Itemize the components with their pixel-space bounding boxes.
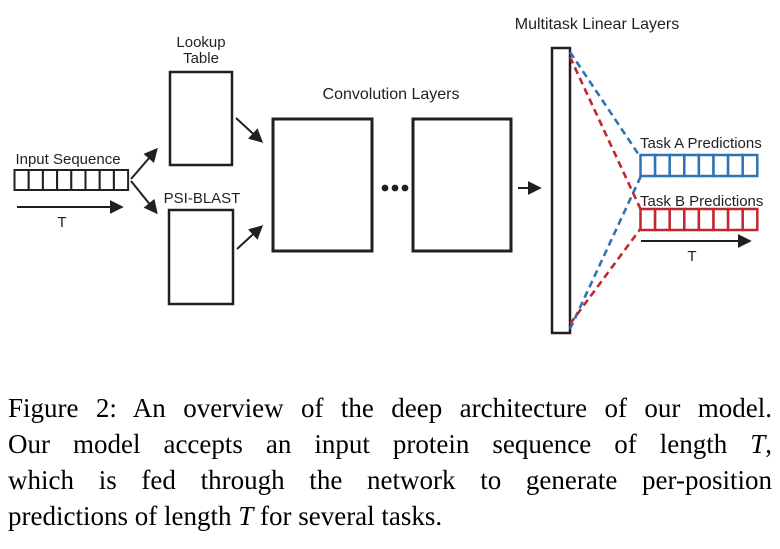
- sequence-cell: [27, 169, 44, 191]
- sequence-cell: [112, 169, 130, 191]
- sequence-cell: [741, 207, 759, 232]
- task-a-predictions-row: [639, 153, 759, 178]
- input-to-lookup-arrow: [130, 147, 158, 180]
- sequence-cell: [712, 207, 730, 232]
- task-b-predictions-label: Task B Predictions: [640, 193, 763, 210]
- sequence-cell: [668, 207, 686, 232]
- multitask-linear-layers-label: Multitask Linear Layers: [515, 16, 680, 33]
- architecture-figure: Input Sequence T Lookup Table PSI-BLAST …: [13, 16, 763, 335]
- caption-line-1: Figure 2: An overview of the deep archit…: [8, 390, 772, 426]
- figure-caption: Figure 2: An overview of the deep archit…: [8, 390, 772, 534]
- sequence-cell: [56, 169, 73, 191]
- lookup-table-label-line2: Table: [183, 50, 219, 67]
- sequence-cell: [84, 169, 101, 191]
- sequence-cell: [639, 207, 657, 232]
- input-sequence-row: [13, 169, 130, 191]
- caption-text: for several tasks.: [253, 501, 443, 531]
- sequence-cell: [697, 207, 715, 232]
- input-length-label: T: [57, 214, 66, 231]
- sequence-cell: [697, 153, 715, 178]
- output-length-label: T: [687, 248, 696, 265]
- lookup-table-label-line1: Lookup: [176, 34, 225, 51]
- lookup-to-conv-arrow: [235, 117, 264, 143]
- sequence-cell: [13, 169, 30, 191]
- caption-line-3: which is fed through the network to gene…: [8, 462, 772, 498]
- sequence-cell: [683, 153, 701, 178]
- task-a-dashed-line-top: [568, 51, 643, 159]
- caption-line-4: predictions of length T for several task…: [8, 498, 772, 534]
- caption-text: which is fed through the network to gene…: [8, 465, 772, 495]
- multitask-linear-layer-box: [550, 46, 572, 335]
- sequence-cell: [726, 153, 744, 178]
- sequence-cell: [653, 153, 671, 178]
- task-a-dashed-line-bottom: [568, 175, 643, 330]
- psi-blast-label: PSI-BLAST: [164, 190, 241, 207]
- sequence-cell: [712, 153, 730, 178]
- caption-line-2: Our model accepts an input protein seque…: [8, 426, 772, 462]
- psi-blast-box: [167, 208, 235, 306]
- sequence-cell: [70, 169, 87, 191]
- caption-text: Our model accepts an input protein seque…: [8, 429, 751, 459]
- sequence-cell: [741, 153, 759, 178]
- sequence-cell: [726, 207, 744, 232]
- sequence-cell: [98, 169, 115, 191]
- sequence-cell: [41, 169, 59, 191]
- sequence-cell: [668, 153, 686, 178]
- caption-math-T: T: [750, 429, 766, 459]
- convolution-layers-label: Convolution Layers: [323, 86, 460, 103]
- task-b-predictions-row: [639, 207, 759, 232]
- caption-text: predictions of length: [8, 501, 239, 531]
- sequence-cell: [639, 153, 657, 178]
- task-b-dashed-line-bottom: [568, 227, 643, 325]
- task-b-dashed-line-top: [568, 56, 643, 211]
- input-to-psiblast-arrow: [130, 180, 158, 215]
- conv-layer-box-1: [271, 117, 374, 253]
- sequence-cell: [653, 207, 671, 232]
- conv-layer-box-2: [411, 117, 513, 253]
- lookup-table-box: [168, 70, 234, 167]
- architecture-diagram: Input Sequence T Lookup Table PSI-BLAST …: [13, 16, 763, 335]
- caption-text: Figure 2: An overview of the deep archit…: [8, 393, 772, 423]
- caption-text: ,: [765, 429, 772, 459]
- psiblast-to-conv-arrow: [236, 225, 264, 250]
- ellipsis-dots-icon: [381, 184, 409, 192]
- task-a-predictions-label: Task A Predictions: [640, 135, 762, 152]
- sequence-cell: [683, 207, 701, 232]
- input-sequence-label: Input Sequence: [15, 151, 120, 168]
- caption-math-T: T: [238, 501, 254, 531]
